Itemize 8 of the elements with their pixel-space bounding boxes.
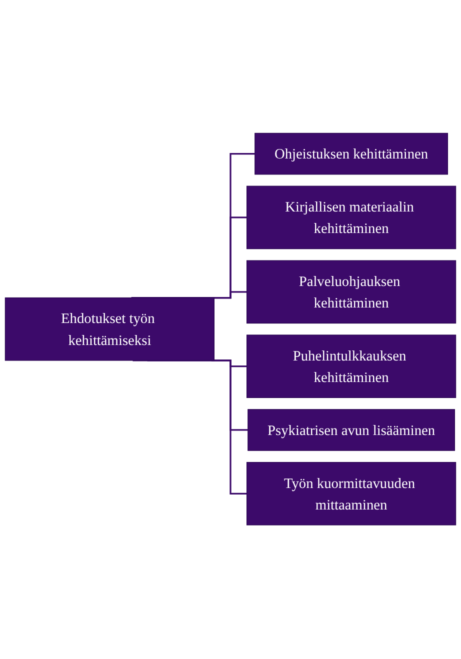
node-box: Työn kuormittavuuden mittaaminen: [246, 462, 456, 526]
node-box: Ehdotukset työn kehittämiseksi: [4, 298, 214, 362]
connector: [131, 153, 256, 299]
node-box: Ohjeistuksen kehittäminen: [254, 133, 448, 176]
node-box: Puhelintulkkauksen kehittäminen: [246, 335, 456, 398]
node-box: Kirjallisen materiaalin kehittäminen: [246, 186, 456, 250]
node-box: Psykiatrisen avun lisääminen: [248, 409, 455, 452]
node-box: Palveluohjauksen kehittäminen: [246, 260, 456, 324]
